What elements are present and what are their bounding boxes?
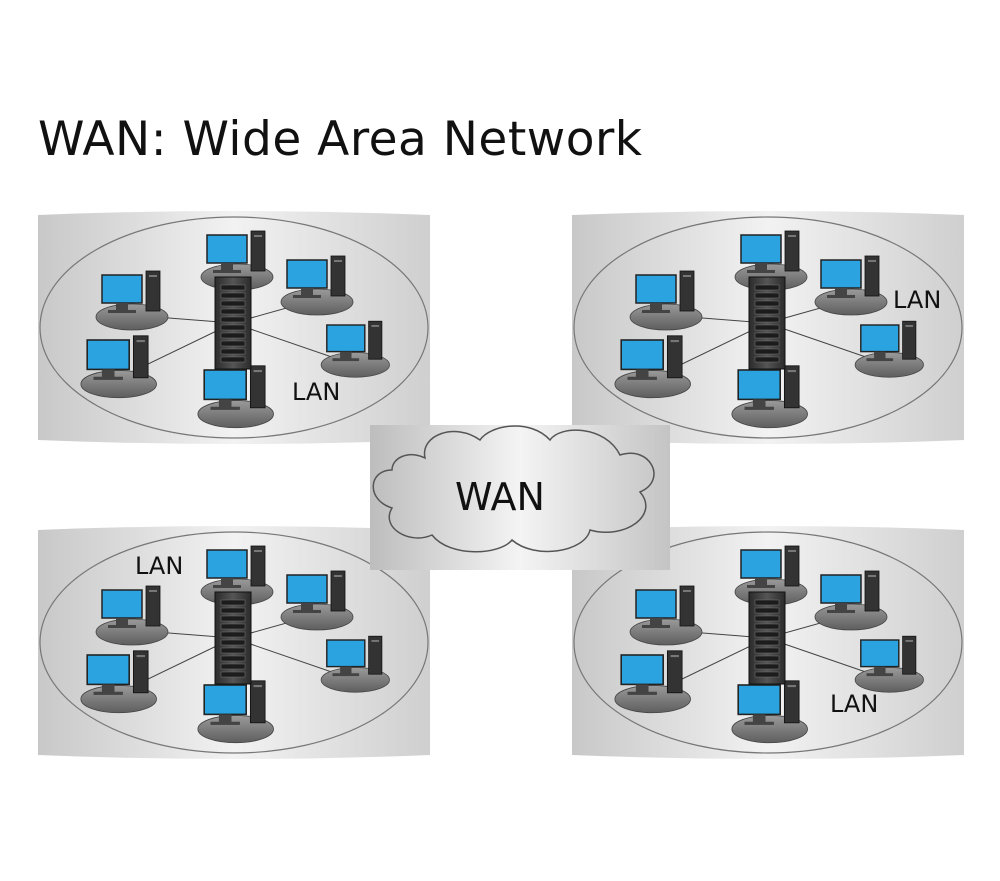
computer-icon: [731, 365, 808, 429]
lan-boundary: [573, 531, 963, 754]
server-icon: [748, 591, 786, 685]
lan-panel: LAN: [38, 526, 430, 759]
lan-label: LAN: [893, 286, 941, 314]
computer-icon: [95, 585, 169, 646]
wan-label: WAN: [455, 475, 545, 519]
wan-cloud: WAN: [370, 425, 670, 570]
computer-icon: [200, 545, 274, 606]
computer-icon: [280, 570, 354, 631]
computer-icon: [854, 320, 924, 378]
lan-boundary: [39, 531, 429, 754]
server-icon: [214, 591, 252, 685]
computer-icon: [629, 270, 703, 331]
computer-icon: [320, 635, 390, 693]
lan-label: LAN: [292, 378, 340, 406]
computer-icon: [197, 365, 274, 429]
computer-icon: [320, 320, 390, 378]
computer-icon: [80, 650, 157, 714]
computer-icon: [95, 270, 169, 331]
computer-icon: [80, 335, 157, 399]
computer-icon: [854, 635, 924, 693]
lan-label: LAN: [135, 552, 183, 580]
lan-boundary: [39, 216, 429, 439]
computer-icon: [280, 255, 354, 316]
lan-label: LAN: [830, 690, 878, 718]
computer-icon: [614, 335, 691, 399]
computer-icon: [814, 255, 888, 316]
computer-icon: [197, 680, 274, 744]
lan-panel: LAN: [572, 526, 964, 759]
computer-icon: [731, 680, 808, 744]
lan-boundary: [573, 216, 963, 439]
lan-panel: LAN: [572, 211, 964, 444]
computer-icon: [614, 650, 691, 714]
page-title: WAN: Wide Area Network: [38, 112, 643, 167]
computer-icon: [814, 570, 888, 631]
lan-panel: LAN: [38, 211, 430, 444]
server-icon: [214, 276, 252, 370]
server-icon: [748, 276, 786, 370]
computer-icon: [629, 585, 703, 646]
